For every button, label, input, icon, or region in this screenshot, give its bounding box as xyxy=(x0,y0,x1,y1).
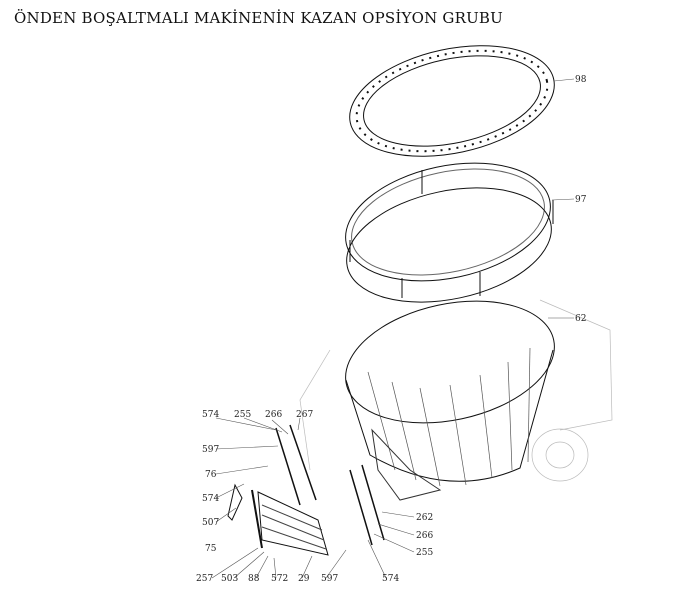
part-label-266-right: 266 xyxy=(416,531,433,541)
part-label-503: 503 xyxy=(221,574,238,584)
leader-lines xyxy=(211,78,575,579)
tub-62 xyxy=(299,299,613,487)
part-label-255-right: 255 xyxy=(416,548,433,558)
part-label-266-top: 266 xyxy=(265,410,282,420)
part-label-597-left: 597 xyxy=(202,445,219,455)
page-title: ÖNDEN BOŞALTMALI MAKİNENİN KAZAN OPSİYON… xyxy=(14,9,503,27)
part-label-574-top: 574 xyxy=(202,410,219,420)
top-ring-98 xyxy=(349,45,555,157)
part-label-255-top: 255 xyxy=(234,410,251,420)
part-label-597-bottom: 597 xyxy=(321,574,338,584)
part-label-262: 262 xyxy=(416,513,433,523)
part-label-97: 97 xyxy=(575,195,587,205)
part-label-267: 267 xyxy=(296,410,313,420)
part-label-572: 572 xyxy=(271,574,288,584)
part-label-98: 98 xyxy=(575,75,587,85)
part-label-75: 75 xyxy=(205,544,217,554)
front-door-assembly xyxy=(227,424,442,556)
part-label-76: 76 xyxy=(205,470,217,480)
part-label-62: 62 xyxy=(575,314,586,324)
part-label-574-bottom: 574 xyxy=(382,574,399,584)
part-label-574-left: 574 xyxy=(202,494,219,504)
middle-band-97 xyxy=(345,162,554,303)
part-label-88: 88 xyxy=(248,574,260,584)
part-label-507: 507 xyxy=(202,518,219,528)
part-label-29: 29 xyxy=(298,574,310,584)
part-label-257: 257 xyxy=(196,574,213,584)
